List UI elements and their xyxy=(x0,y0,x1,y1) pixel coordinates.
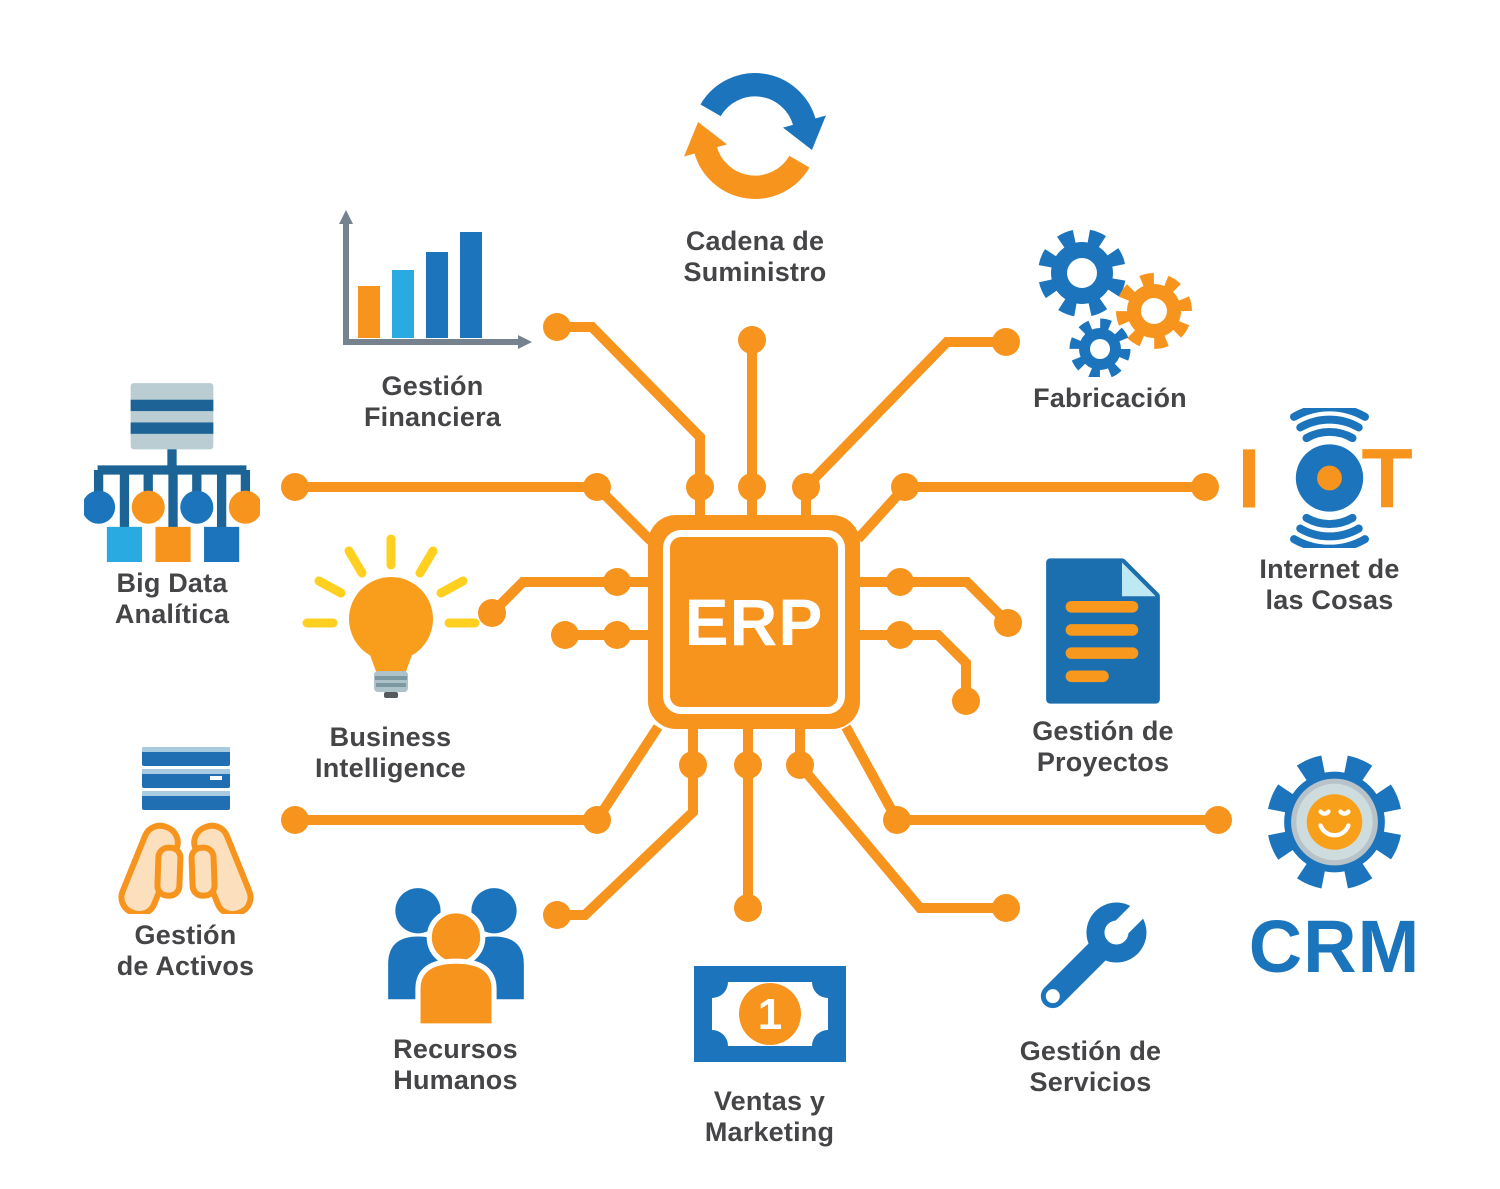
module-sales-marketing: 1 Ventas y Marketing xyxy=(662,948,877,1149)
wrench-icon xyxy=(1040,896,1153,1009)
module-label: Fabricación xyxy=(1033,383,1187,413)
module-projects: Gestión de Proyectos xyxy=(1008,552,1198,779)
module-iot: I T Internet de las Cosas xyxy=(1232,408,1427,617)
module-label: Big Data Analítica xyxy=(114,568,230,630)
module-label: CRM xyxy=(1248,905,1421,988)
module-big-data: Big Data Analítica xyxy=(58,378,286,631)
bar-chart-icon xyxy=(339,210,532,349)
gear-smiley-icon xyxy=(1266,754,1403,890)
banknote-value: 1 xyxy=(757,990,781,1039)
banknote-icon: 1 xyxy=(693,966,846,1062)
server-tree-icon xyxy=(84,383,260,562)
module-human-resources: Recursos Humanos xyxy=(348,882,563,1097)
document-icon xyxy=(1046,558,1160,704)
erp-chip-label: ERP xyxy=(684,585,824,659)
gears-icon xyxy=(1037,229,1192,377)
module-label: Cadena de Suministro xyxy=(683,226,827,288)
module-label: Gestión de Activos xyxy=(116,920,255,982)
module-supply-chain: Cadena de Suministro xyxy=(620,52,890,289)
hands-server-icon xyxy=(117,747,254,914)
module-manufacturing: Fabricación xyxy=(1000,225,1220,414)
erp-chip: ERP xyxy=(648,515,860,729)
module-financial: Gestión Financiera xyxy=(320,210,545,434)
iot-icon: I T xyxy=(1237,408,1413,548)
module-business-intelligence: Business Intelligence xyxy=(283,532,498,785)
module-label: Ventas y Marketing xyxy=(704,1086,835,1148)
module-assets: Gestión de Activos xyxy=(83,742,288,983)
module-label: Gestión de Proyectos xyxy=(1032,716,1174,778)
people-icon xyxy=(387,888,524,1028)
connector-nodes xyxy=(281,313,1232,929)
module-label: Gestión Financiera xyxy=(363,371,502,433)
iot-letter-t: T xyxy=(1361,431,1412,525)
module-label: Internet de las Cosas xyxy=(1259,554,1400,616)
iot-letter-i: I xyxy=(1237,431,1260,525)
lightbulb-icon xyxy=(302,534,479,698)
module-crm: CRM xyxy=(1232,742,1437,990)
sync-cycle-icon xyxy=(684,73,826,199)
module-label: Gestión de Servicios xyxy=(1019,1036,1162,1098)
module-label: Recursos Humanos xyxy=(393,1034,518,1096)
module-label: Business Intelligence xyxy=(315,722,466,784)
module-services: Gestión de Servicios xyxy=(988,882,1193,1099)
erp-chip-border: ERP xyxy=(663,530,845,714)
